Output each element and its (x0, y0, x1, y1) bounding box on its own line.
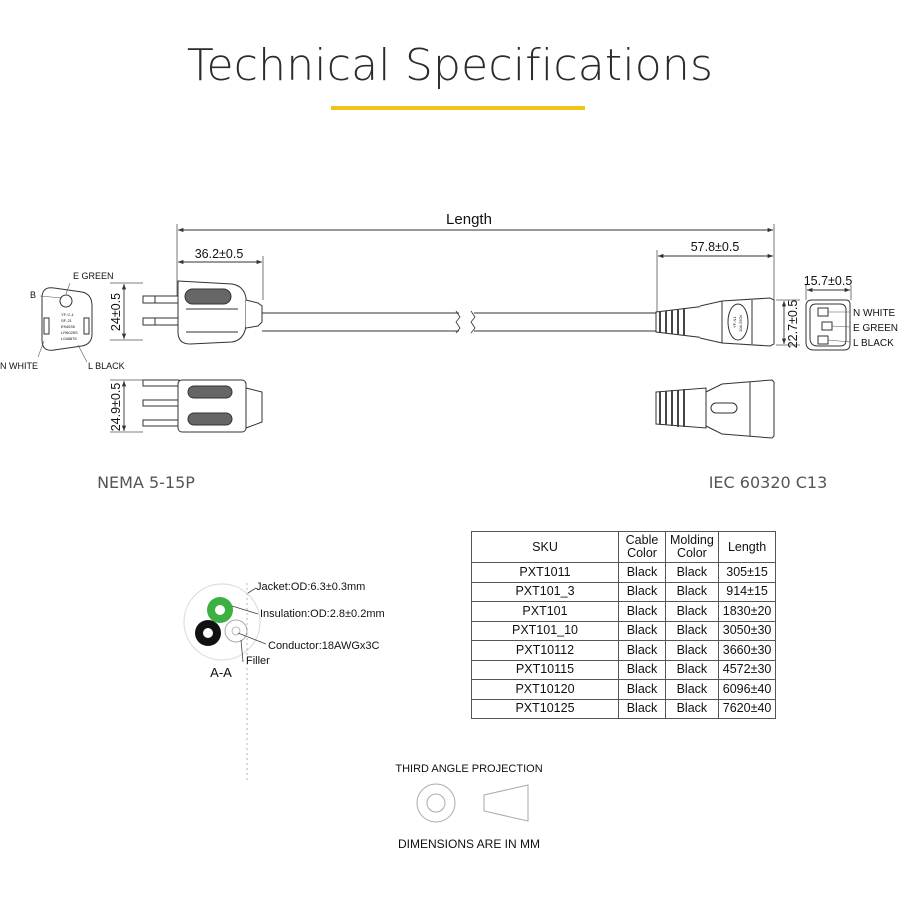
cell-cable-color: Black (618, 640, 666, 661)
title-underline (331, 106, 585, 110)
length-label: Length (446, 211, 492, 228)
cell-length: 3660±30 (717, 640, 777, 661)
plug-height-label: 24±0.5 (109, 293, 123, 331)
cell-cable-color: Black (618, 659, 666, 680)
cell-length: 7620±40 (717, 698, 777, 719)
svg-text:YF-N1: YF-N1 (732, 316, 737, 328)
plug-l-black-label: L BLACK (88, 361, 125, 371)
connector-l-black-label: L BLACK (853, 338, 894, 349)
plug-width-label: 24.9±0.5 (109, 383, 123, 432)
plug-depth-label: 36.2±0.5 (195, 247, 244, 261)
right-connector-name: IEC 60320 C13 (709, 473, 828, 492)
cell-sku: PXT101 (471, 601, 619, 622)
filler-label: Filler (246, 655, 270, 667)
cell-cable-color: Black (618, 601, 666, 622)
conductor-label: Conductor:18AWGx3C (268, 640, 380, 652)
connector-face-width-label: 15.7±0.5 (804, 274, 853, 288)
cell-sku: PXT10112 (471, 640, 619, 661)
plug-stamp: YF-C-1 SF-21 E94035 LR6025S L048875 (61, 312, 78, 341)
header-sku: SKU (471, 531, 619, 563)
cell-cable-color: Black (618, 698, 666, 719)
plug-n-white-label: N WHITE (0, 361, 38, 371)
cell-cable-color: Black (618, 620, 666, 641)
cell-molding-color: Black (665, 679, 719, 700)
connector-e-green-label: E GREEN (853, 323, 898, 334)
plug-face-view (37, 282, 93, 363)
cell-molding-color: Black (665, 620, 719, 641)
insulation-label: Insulation:OD:2.8±0.2mm (260, 608, 385, 620)
jacket-label: Jacket:OD:6.3±0.3mm (256, 581, 365, 593)
svg-text:E94035: E94035 (61, 324, 76, 329)
plug-e-green-label: E GREEN (73, 271, 114, 281)
plug-side-view (110, 256, 656, 345)
cell-length: 1830±20 (717, 601, 777, 622)
cell-sku: PXT10115 (471, 659, 619, 680)
units-label: DIMENSIONS ARE IN MM (398, 837, 540, 851)
page-title: Technical Specifications (186, 40, 714, 91)
connector-top-view (655, 379, 775, 439)
cell-sku: PXT101_10 (471, 620, 619, 641)
connector-stamp: YF-N1 10A 250V (732, 314, 743, 332)
cell-sku: PXT10125 (471, 698, 619, 719)
header-length: Length (717, 531, 777, 563)
cell-cable-color: Black (618, 679, 666, 700)
cell-length: 305±15 (717, 562, 777, 583)
cell-cable-color: Black (618, 562, 666, 583)
cell-molding-color: Black (665, 640, 719, 661)
cell-molding-color: Black (665, 601, 719, 622)
svg-text:SF-21: SF-21 (61, 318, 73, 323)
cell-molding-color: Black (665, 562, 719, 583)
projection-label: THIRD ANGLE PROJECTION (395, 763, 542, 775)
length-dimension: Length (176, 211, 775, 300)
connector-height-label: 22.7±0.5 (786, 300, 800, 349)
cell-cable-color: Black (618, 581, 666, 602)
connector-depth-label: 57.8±0.5 (691, 240, 740, 254)
cell-sku: PXT1011 (471, 562, 619, 583)
connector-face-view (805, 285, 852, 351)
cell-length: 4572±30 (717, 659, 777, 680)
cell-sku: PXT10120 (471, 679, 619, 700)
left-connector-name: NEMA 5-15P (97, 473, 195, 492)
svg-text:10A 250V: 10A 250V (738, 314, 743, 332)
cell-length: 3050±30 (717, 620, 777, 641)
projection-symbol (416, 783, 529, 823)
plug-b-label: B (30, 290, 36, 300)
cell-molding-color: Black (665, 659, 719, 680)
svg-text:YF-C-1: YF-C-1 (61, 312, 75, 317)
cell-length: 914±15 (717, 581, 777, 602)
svg-text:L048875: L048875 (61, 336, 77, 341)
section-label: A-A (210, 665, 232, 680)
connector-side-view (655, 250, 800, 347)
cell-molding-color: Black (665, 581, 719, 602)
svg-text:LR6025S: LR6025S (61, 330, 78, 335)
connector-n-white-label: N WHITE (853, 308, 896, 319)
cell-molding-color: Black (665, 698, 719, 719)
plug-top-view (110, 379, 263, 433)
cell-sku: PXT101_3 (471, 581, 619, 602)
cell-length: 6096±40 (717, 679, 777, 700)
cable-cross-section (183, 583, 267, 780)
